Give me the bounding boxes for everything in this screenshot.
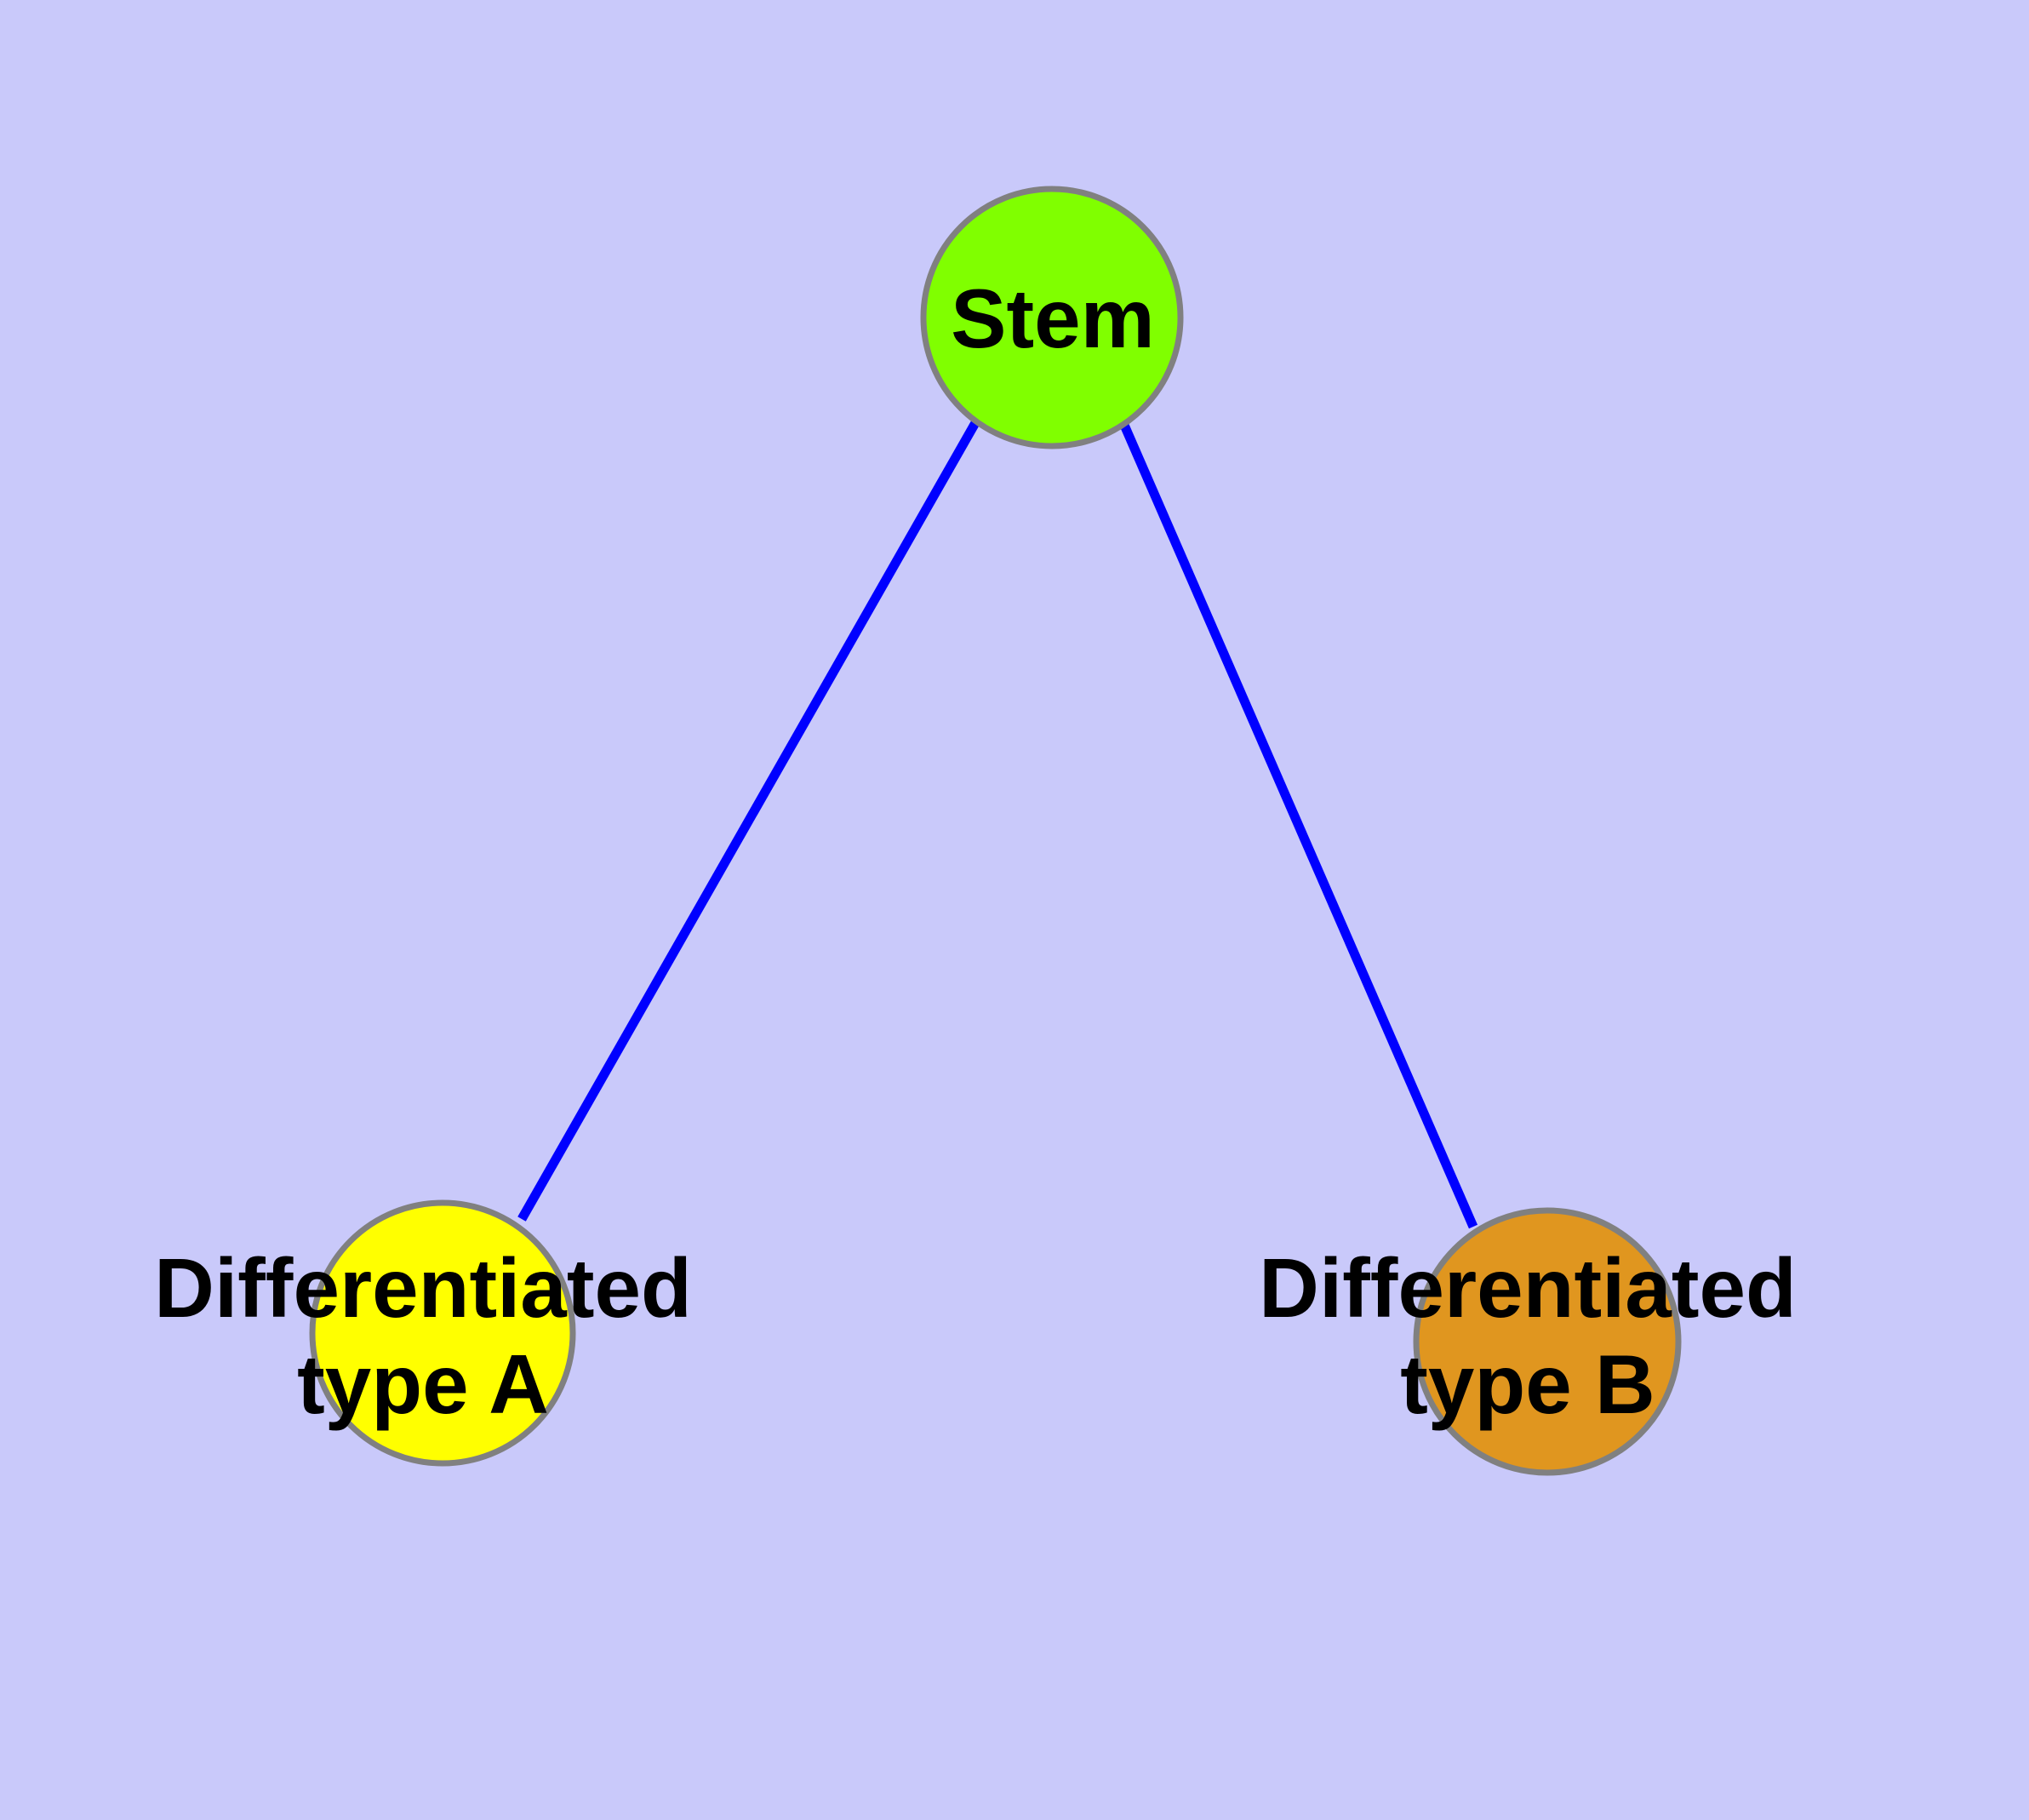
node-stem[interactable] bbox=[920, 186, 1184, 449]
node-diff-a[interactable] bbox=[309, 1199, 576, 1467]
node-label-stem-line-1: Stem bbox=[951, 272, 1155, 365]
edge-stem-to-diff-b[interactable] bbox=[1118, 421, 1478, 1229]
edge-stem-to-diff-a[interactable] bbox=[517, 419, 980, 1222]
node-label-diff-a-line-1: Differentiated bbox=[154, 1241, 692, 1335]
node-label-diff-b-line-2: type B bbox=[1400, 1337, 1655, 1431]
edges-layer bbox=[517, 419, 1478, 1229]
node-circle-diff-a[interactable] bbox=[309, 1199, 576, 1467]
node-circle-stem[interactable] bbox=[920, 186, 1184, 449]
node-label-diff-b-line-1: Differentiated bbox=[1259, 1241, 1797, 1335]
node-diff-b[interactable] bbox=[1413, 1207, 1682, 1476]
node-label-diff-a-line-2: type A bbox=[297, 1337, 549, 1431]
node-circle-diff-b[interactable] bbox=[1413, 1207, 1682, 1476]
